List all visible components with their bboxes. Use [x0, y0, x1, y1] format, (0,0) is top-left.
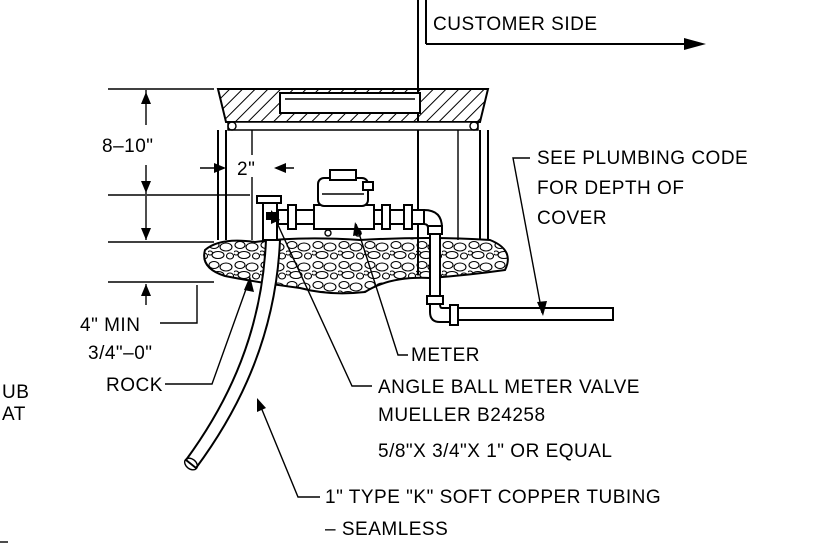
dimension-2: 2": [200, 155, 294, 180]
plumbing-code-note-line-1: SEE PLUMBING CODE: [537, 148, 748, 169]
tubing-note-line-2: – SEAMLESS: [325, 519, 448, 540]
meter-label: METER: [411, 345, 480, 366]
cut-off-text-2: AT: [2, 404, 26, 425]
meter-box: [216, 88, 490, 240]
valve-note-line-3: 5/8"X 3/4"X 1" OR EQUAL: [378, 441, 613, 462]
rock-size-label: 3/4"–0": [88, 343, 153, 364]
meter-register: [317, 177, 369, 207]
valve-note-line-1: ANGLE BALL METER VALVE: [378, 377, 640, 398]
plumbing-code-note-line-2: FOR DEPTH OF: [537, 178, 684, 199]
meter-box-lid-opening: [279, 92, 421, 114]
valve-note-line-2: MUELLER B24258: [378, 405, 546, 426]
tubing-note-line-1: 1" TYPE "K" SOFT COPPER TUBING: [325, 487, 661, 508]
customer-side-indicator: CUSTOMER SIDE: [417, 0, 706, 275]
rock-label: ROCK: [106, 375, 163, 396]
arrow-right-icon: [684, 38, 706, 50]
meter-body: [313, 204, 375, 230]
dimension-8-10-label: 8–10": [102, 136, 154, 157]
cut-off-text-1: UB: [2, 382, 29, 403]
dimension-2-label: 2": [237, 159, 255, 180]
plumbing-code-note-line-3: COVER: [537, 208, 607, 229]
dimension-8-10: 8–10": [102, 88, 250, 196]
customer-side-label: CUSTOMER SIDE: [433, 14, 598, 35]
customer-service-line: [457, 307, 614, 321]
dimension-4-min: [108, 196, 214, 324]
water-meter-assembly: [256, 169, 614, 326]
service-riser: [429, 233, 441, 299]
four-min-label: 4" MIN: [80, 315, 140, 336]
